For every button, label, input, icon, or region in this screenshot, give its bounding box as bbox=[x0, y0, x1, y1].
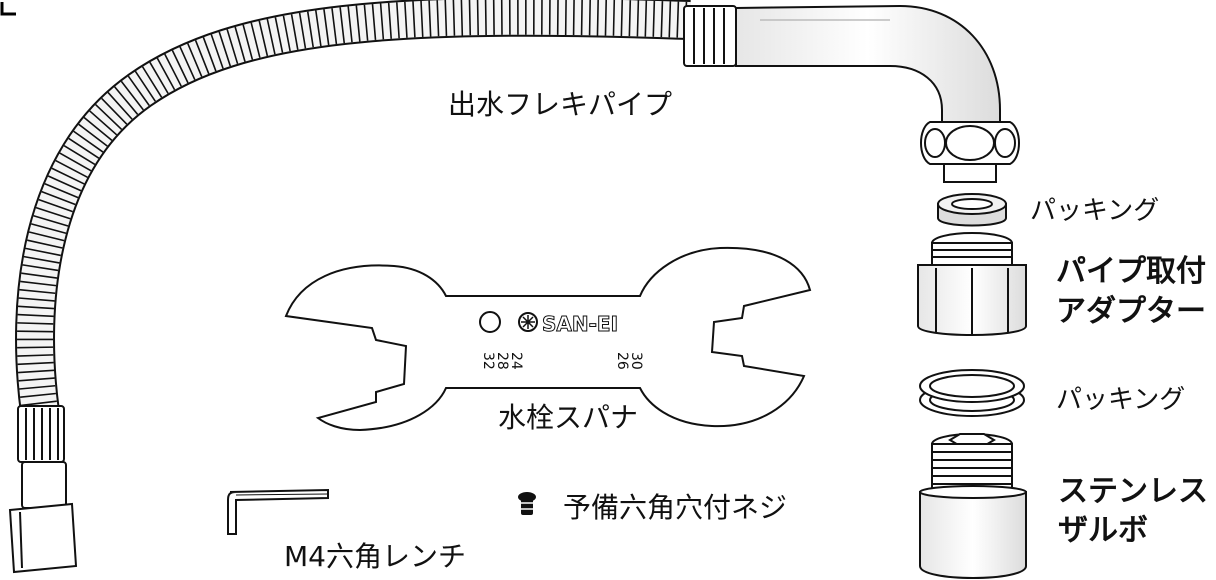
label-adapter-line2: アダプター bbox=[1056, 294, 1206, 329]
elbow-nut bbox=[920, 121, 1020, 183]
spanner-size-marks-right: 26 30 bbox=[614, 352, 644, 370]
stainless-zarubo bbox=[919, 433, 1027, 579]
label-flex-pipe: 出水フレキパイプ bbox=[448, 88, 673, 121]
label-spanner: 水栓スパナ bbox=[498, 401, 639, 434]
label-packing-mid: パッキング bbox=[1056, 385, 1186, 415]
elbow-pipe bbox=[683, 4, 1001, 126]
faucet-spanner bbox=[284, 246, 812, 432]
flex-hose bbox=[15, 0, 691, 415]
spanner-brand-text: SAN-EI bbox=[542, 312, 618, 336]
spanner-size-mark: 30 bbox=[628, 352, 644, 370]
spare-screw-icon bbox=[518, 492, 536, 515]
pipe-adapter bbox=[917, 232, 1027, 336]
label-zarubo-line2: ザルボ bbox=[1058, 513, 1148, 548]
spanner-size-mark: 26 bbox=[614, 352, 630, 370]
spanner-size-mark: 28 bbox=[494, 352, 510, 370]
label-zarubo-line1: ステンレス bbox=[1058, 474, 1208, 509]
label-adapter-line1: パイプ取付 bbox=[1056, 254, 1206, 289]
spanner-size-mark: 32 bbox=[480, 352, 496, 370]
hex-wrench bbox=[227, 488, 329, 535]
spanner-size-mark: 24 bbox=[508, 352, 524, 370]
corner-mark bbox=[0, 2, 16, 16]
label-screw: 予備六角穴付ネジ bbox=[563, 491, 788, 524]
label-wrench: M4六角レンチ bbox=[284, 540, 466, 573]
packing-washer-mid bbox=[919, 369, 1025, 417]
hose-bottom-fitting bbox=[8, 405, 78, 574]
spanner-size-marks-left: 32 28 24 bbox=[480, 352, 524, 370]
packing-washer-top bbox=[937, 193, 1007, 227]
label-packing-top: パッキング bbox=[1030, 196, 1160, 226]
